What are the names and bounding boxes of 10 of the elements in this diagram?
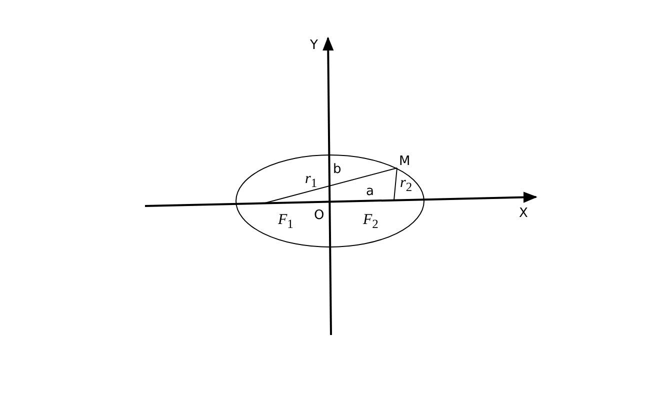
segment-label: b: [333, 162, 342, 177]
axis-label: Y: [310, 38, 318, 53]
point-label: M: [399, 154, 410, 169]
segment-label: r$_{1}$: [305, 172, 318, 191]
point-label: F$_{2}$: [363, 213, 378, 232]
segment-label: a: [366, 184, 374, 199]
segment-label: r$_{2}$: [400, 176, 412, 195]
point-label: O: [314, 208, 324, 223]
axis-label: X: [519, 206, 528, 221]
point-label: F$_{1}$: [278, 213, 294, 232]
